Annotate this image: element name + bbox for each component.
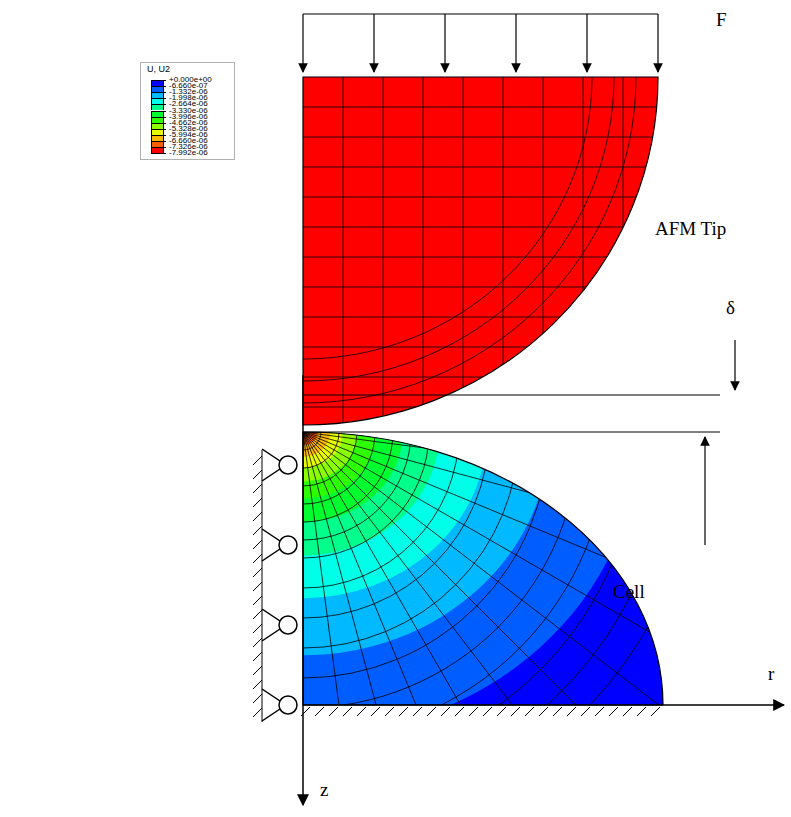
gap-dimension xyxy=(303,340,735,545)
legend-tick xyxy=(151,104,166,105)
legend-box: +0.000e+00-6.660e-07-1.332e-06-1.998e-06… xyxy=(140,62,235,160)
load-arrows xyxy=(303,14,658,72)
legend-tick xyxy=(151,117,166,118)
legend-tick xyxy=(151,111,166,112)
legend-tick xyxy=(151,123,166,124)
legend-tick xyxy=(151,86,166,87)
legend-tick xyxy=(151,153,166,154)
legend-tick xyxy=(151,98,166,99)
force-label: F xyxy=(716,10,727,29)
axis-label: z xyxy=(320,780,328,799)
legend-title: U, U2 xyxy=(147,65,170,74)
afm-tip-mesh xyxy=(303,77,660,430)
legend-value: -7.992e-06 xyxy=(169,149,208,157)
cell-label: Cell xyxy=(613,582,645,601)
fixed-ground xyxy=(253,450,660,722)
roller-supports xyxy=(262,449,297,721)
tip-label: AFM Tip xyxy=(655,219,726,238)
legend-tick xyxy=(151,135,166,136)
cell-contour-mesh xyxy=(0,36,791,817)
legend-tick xyxy=(151,80,166,81)
legend-tick xyxy=(151,129,166,130)
legend-tick xyxy=(151,147,166,148)
axis-label: r xyxy=(768,664,774,683)
axes xyxy=(303,375,784,805)
gap-symbol: δ xyxy=(726,298,735,317)
legend-tick xyxy=(151,141,166,142)
legend-tick xyxy=(151,92,166,93)
